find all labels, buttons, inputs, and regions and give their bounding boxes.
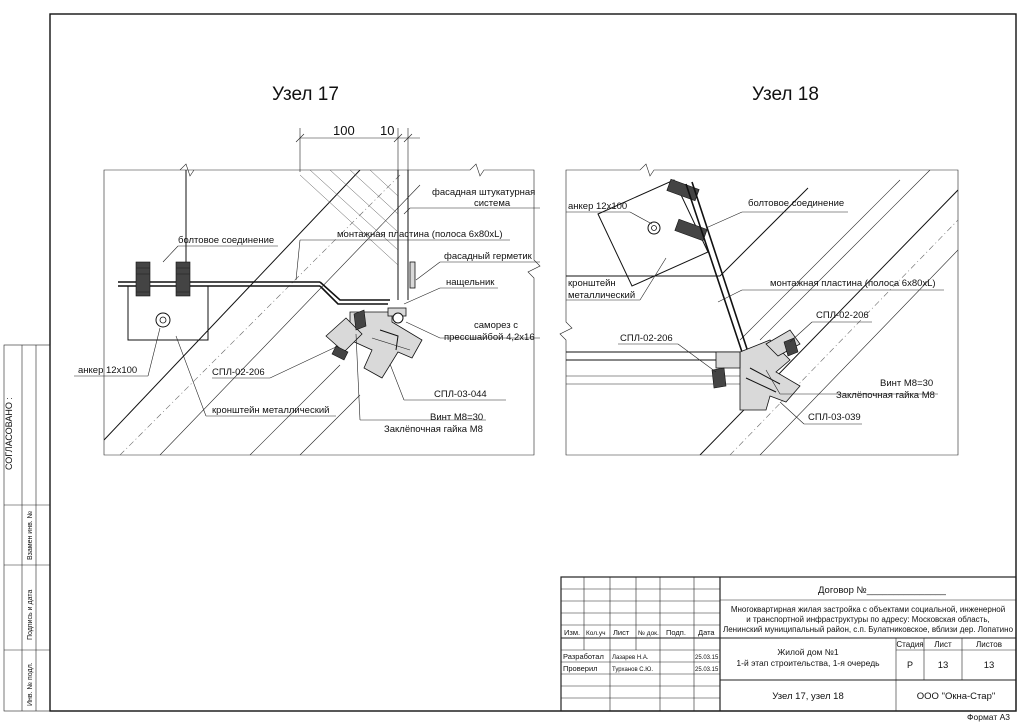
node17-label-facade-2: система bbox=[474, 198, 511, 209]
contract-label: Договор №_______________ bbox=[818, 585, 947, 596]
drawing-title: Узел 17, узел 18 bbox=[772, 691, 843, 702]
header-ndok: № док. bbox=[638, 630, 659, 637]
node17-dimension bbox=[295, 128, 420, 172]
left-stamp bbox=[3, 344, 51, 712]
node18-label-bracket-2: металлический bbox=[568, 290, 635, 301]
node17-label-screw-2: прессшайбой 4,2х16 bbox=[444, 332, 535, 343]
stamp-signature-date: Подпись и дата bbox=[27, 590, 34, 640]
row-developed-name: Лазарев Н.А. bbox=[612, 655, 649, 661]
node17-title: Узел 17 bbox=[272, 84, 339, 105]
node17-label-sealant: фасадный герметик bbox=[444, 251, 533, 262]
sheets-total-value: 13 bbox=[984, 660, 995, 671]
node18-leaders bbox=[566, 211, 944, 425]
node17-label-plate: монтажная пластина (полоса 6х80хL) bbox=[337, 229, 503, 240]
node17-label-bracket: кронштейн металлический bbox=[212, 405, 329, 416]
stamp-replace-inv: Взамен инв. № bbox=[27, 511, 34, 560]
node18-label-spl206-a: СПЛ-02-206 bbox=[816, 310, 869, 321]
title-block-grid bbox=[560, 576, 1017, 712]
node17-dim-10: 10 bbox=[380, 123, 394, 138]
stamp-inv-original: Инв. № подл. bbox=[27, 662, 34, 706]
node18-label-plate: монтажная пластина (полоса 6х80хL) bbox=[770, 278, 936, 289]
sheet-header: Лист bbox=[934, 640, 952, 649]
node18-window-profiles bbox=[711, 329, 801, 411]
node18-break-outline bbox=[559, 163, 959, 456]
node17-break-outline bbox=[103, 163, 541, 456]
header-list: Лист bbox=[613, 628, 630, 637]
header-data: Дата bbox=[698, 628, 715, 637]
node18-label-bracket-1: кронштейн bbox=[568, 278, 616, 289]
node17-label-nut-m8: Заклёпочная гайка М8 bbox=[384, 424, 483, 435]
stage-value: Р bbox=[907, 660, 913, 670]
node17-label-cover: нащельник bbox=[446, 277, 495, 288]
node17-bolts bbox=[135, 261, 191, 297]
node18-label-anchor: анкер 12х100 bbox=[568, 201, 627, 212]
project-line-1: Многоквартирная жилая застройка с объект… bbox=[731, 605, 1005, 614]
format-label: Формат А3 bbox=[967, 712, 1010, 722]
node17-leaders bbox=[74, 207, 540, 421]
node18-label-spl039: СПЛ-03-039 bbox=[808, 412, 861, 423]
node17-label-spl044: СПЛ-03-044 bbox=[434, 389, 487, 400]
node17-mounting-plate bbox=[319, 281, 390, 301]
node18-label-spl206-b: СПЛ-02-206 bbox=[620, 333, 673, 344]
object-line-1: Жилой дом №1 bbox=[777, 647, 838, 657]
company-name: ООО "Окна-Стар" bbox=[917, 691, 995, 702]
row-developed-date: 25.03.15 bbox=[695, 655, 719, 661]
node17-label-spl206: СПЛ-02-206 bbox=[212, 367, 265, 378]
header-kol: Кол.уч bbox=[586, 630, 606, 637]
node18-label-nut-m8: Заклёпочная гайка М8 bbox=[836, 390, 935, 401]
project-line-2: и транспортной инфраструктуры по адресу:… bbox=[746, 615, 989, 624]
row-checked-date: 25.03.15 bbox=[695, 667, 719, 673]
object-line-2: 1-й этап строительства, 1-я очередь bbox=[736, 658, 880, 668]
node18-label-screw-m8: Винт М8=30 bbox=[880, 378, 933, 389]
header-izm: Изм. bbox=[564, 628, 580, 637]
approval-label: СОГЛАСОВАНО : bbox=[4, 397, 14, 470]
sheets-header: Листов bbox=[976, 640, 1002, 649]
node17-label-bolt: болтовое соединение bbox=[178, 235, 274, 246]
node18-title: Узел 18 bbox=[752, 84, 819, 105]
stage-header: Стадия bbox=[896, 640, 923, 649]
node17-label-facade-1: фасадная штукатурная bbox=[432, 187, 535, 198]
row-developed-role: Разработал bbox=[563, 652, 604, 661]
node17-label-anchor: анкер 12х100 bbox=[78, 365, 137, 376]
node18-bolts bbox=[666, 178, 708, 242]
node18-label-bolt: болтовое соединение bbox=[748, 198, 844, 209]
sheet-value: 13 bbox=[938, 660, 949, 671]
node17-dim-100: 100 bbox=[333, 123, 355, 138]
node17-label-screw-1: саморез с bbox=[474, 320, 518, 331]
node17-window-profiles bbox=[325, 307, 423, 379]
node17-label-screw-m8: Винт М8=30 bbox=[430, 412, 483, 423]
project-line-3: Ленинский муниципальный район, с.п. Була… bbox=[723, 625, 1014, 634]
row-checked-name: Турханов С.Ю. bbox=[612, 667, 653, 673]
header-podp: Подп. bbox=[666, 628, 686, 637]
row-checked-role: Проверил bbox=[563, 664, 598, 673]
node18-mounting-plate bbox=[685, 183, 743, 353]
